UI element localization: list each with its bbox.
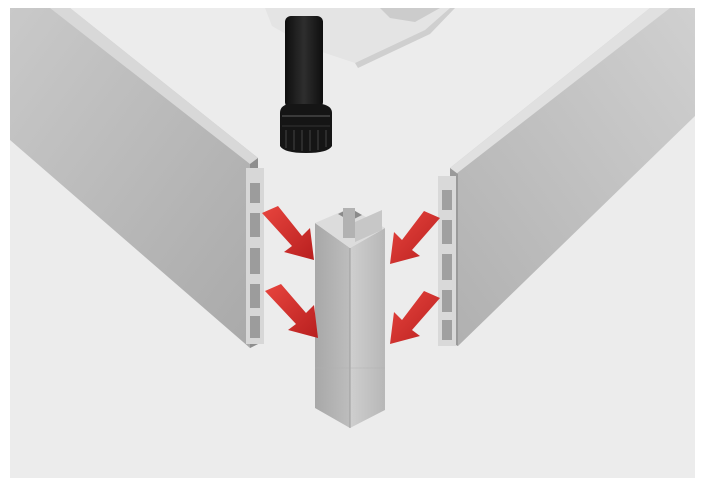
plinth-assembly-drawing [10, 8, 695, 478]
product-illustration [10, 8, 695, 478]
right-panel-profile-edge [438, 176, 456, 346]
left-panel-profile-edge [246, 168, 264, 344]
right-plinth-panel [438, 8, 695, 346]
corner-connector [315, 208, 385, 428]
arrow-right-upper [390, 211, 440, 264]
arrow-right-lower [390, 291, 440, 344]
arrow-left-upper [262, 206, 314, 260]
arrow-left-lower [265, 284, 318, 338]
left-plinth-panel [10, 8, 264, 348]
